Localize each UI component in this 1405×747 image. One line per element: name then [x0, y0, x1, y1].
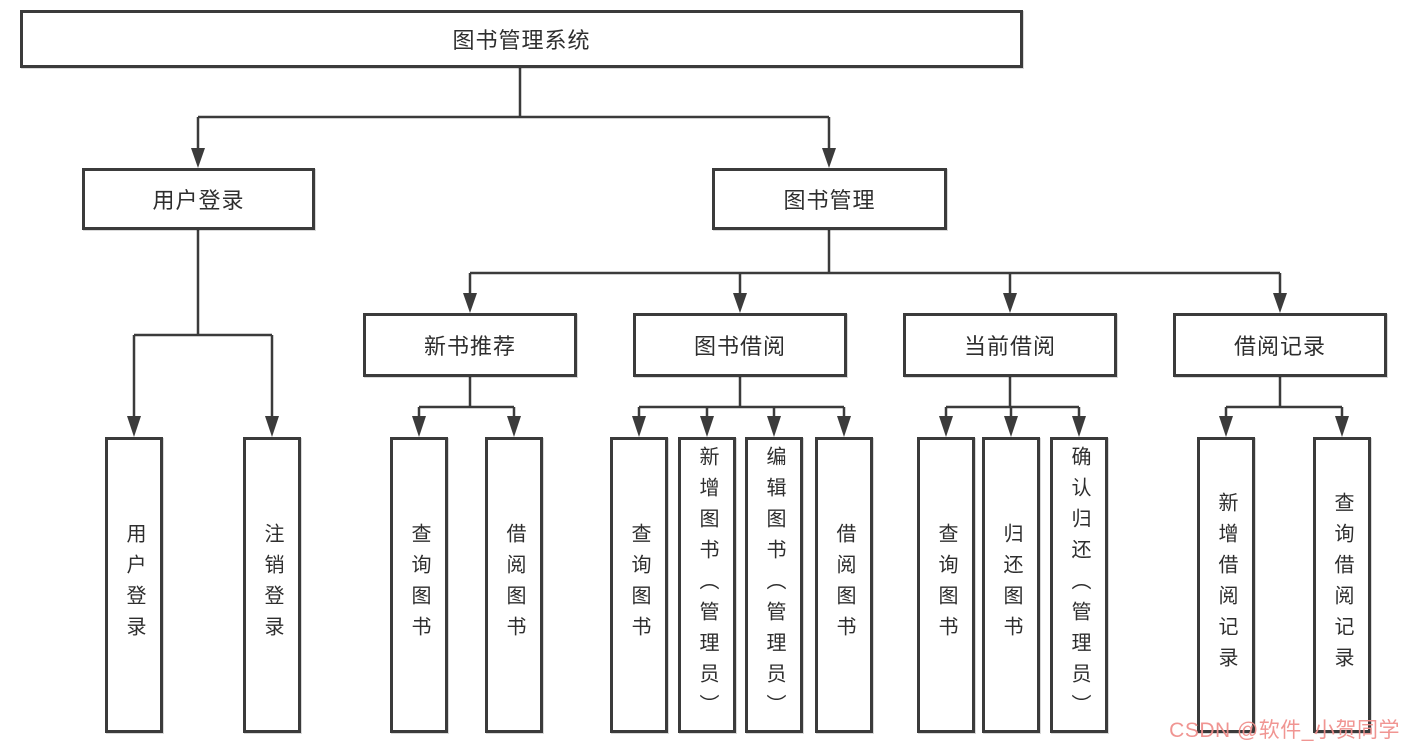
watermark: CSDN @软件_小贺同学 [1169, 719, 1400, 742]
leaf-nb-borrow-books: 借阅图书 [485, 437, 543, 733]
leaf-nb-query-books: 查询图书 [390, 437, 448, 733]
leaf-br-add-borrow-record: 新增借阅记录 [1197, 437, 1255, 733]
leaf-bb-edit-books-admin: 编辑图书（管理员） [745, 437, 803, 733]
node-borrowing-records: 借阅记录 [1173, 313, 1387, 377]
node-current-borrowing: 当前借阅 [903, 313, 1117, 377]
node-book-borrowing: 图书借阅 [633, 313, 847, 377]
node-library-management-system: 图书管理系统 [20, 10, 1023, 68]
leaf-logout: 注销登录 [243, 437, 301, 733]
node-user-login: 用户登录 [82, 168, 315, 230]
leaf-user-login: 用户登录 [105, 437, 163, 733]
leaf-bb-query-books: 查询图书 [610, 437, 668, 733]
leaf-cb-return-books: 归还图书 [982, 437, 1040, 733]
leaf-br-query-borrow-record: 查询借阅记录 [1313, 437, 1371, 733]
node-new-book-recommendation: 新书推荐 [363, 313, 577, 377]
leaf-cb-confirm-return-admin: 确认归还（管理员） [1050, 437, 1108, 733]
leaf-bb-add-books-admin: 新增图书（管理员） [678, 437, 736, 733]
leaf-cb-query-books: 查询图书 [917, 437, 975, 733]
arrowheads [127, 148, 1349, 437]
node-book-management: 图书管理 [712, 168, 947, 230]
leaf-bb-borrow-books: 借阅图书 [815, 437, 873, 733]
